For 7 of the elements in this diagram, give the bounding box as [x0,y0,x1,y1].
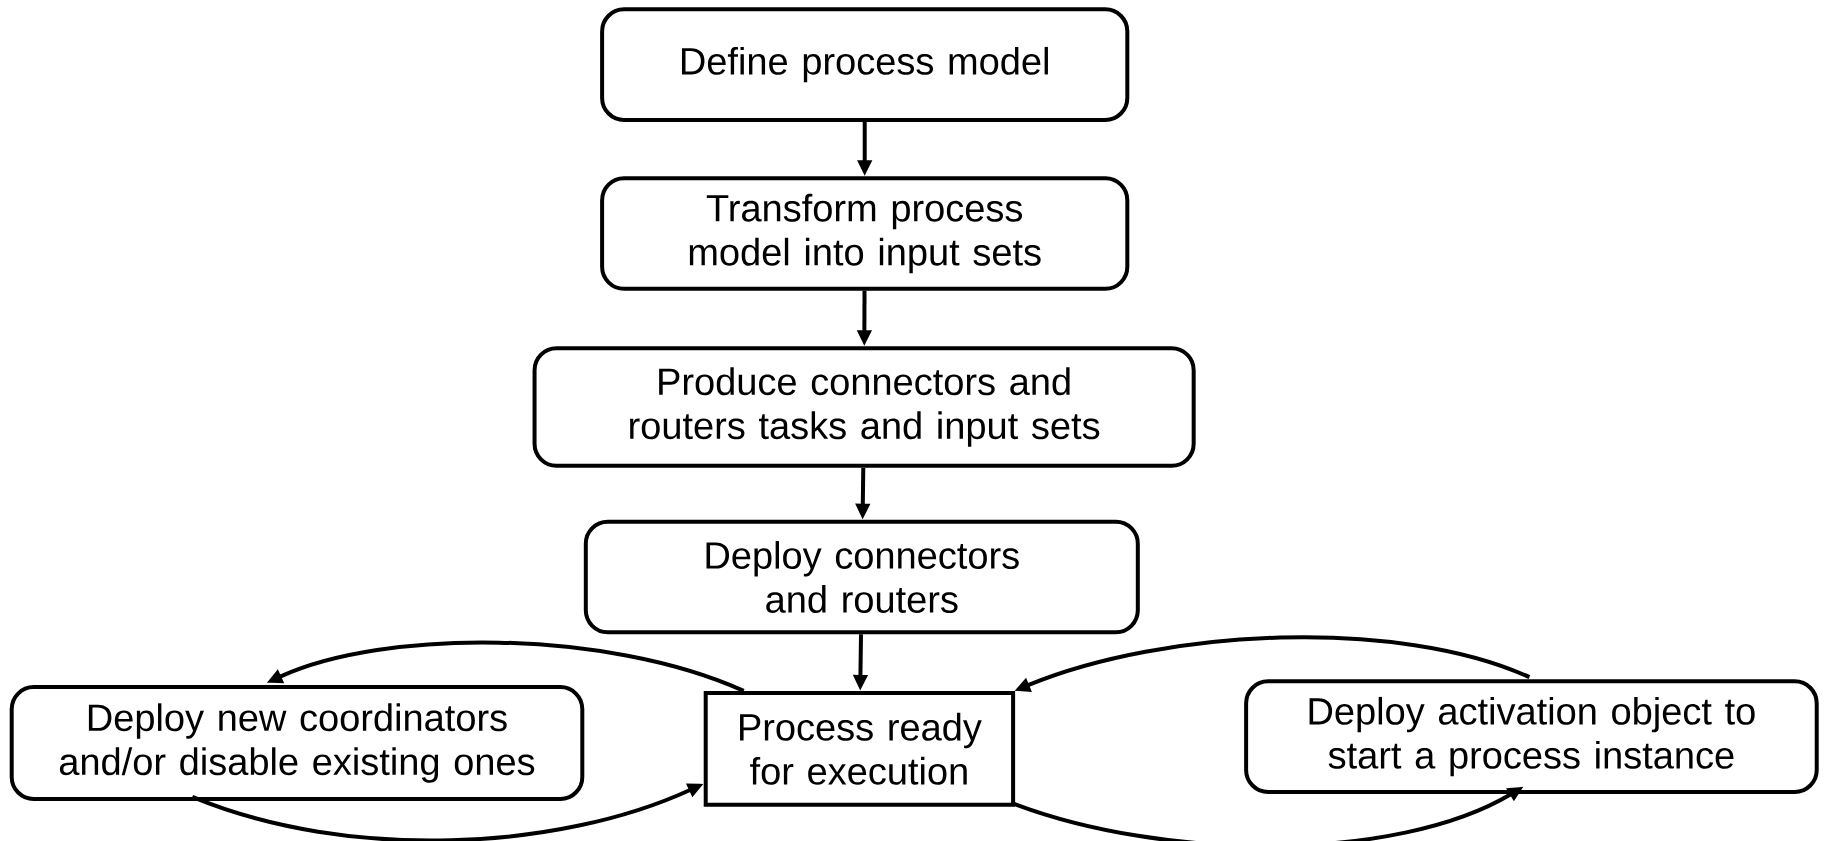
process-box: Deploy activation object to start a process instance [1244,679,1819,794]
process-box: Deploy connectors and routers [583,519,1140,635]
process-box: Transform process model into input sets [600,176,1130,291]
process-box: Deploy new coordinators and/or disable existing ones [9,685,585,801]
process-box: Produce connectors and routers tasks and input sets [532,346,1196,468]
process-box: Define process model [600,7,1130,122]
process-box: Process ready for execution [703,690,1016,807]
